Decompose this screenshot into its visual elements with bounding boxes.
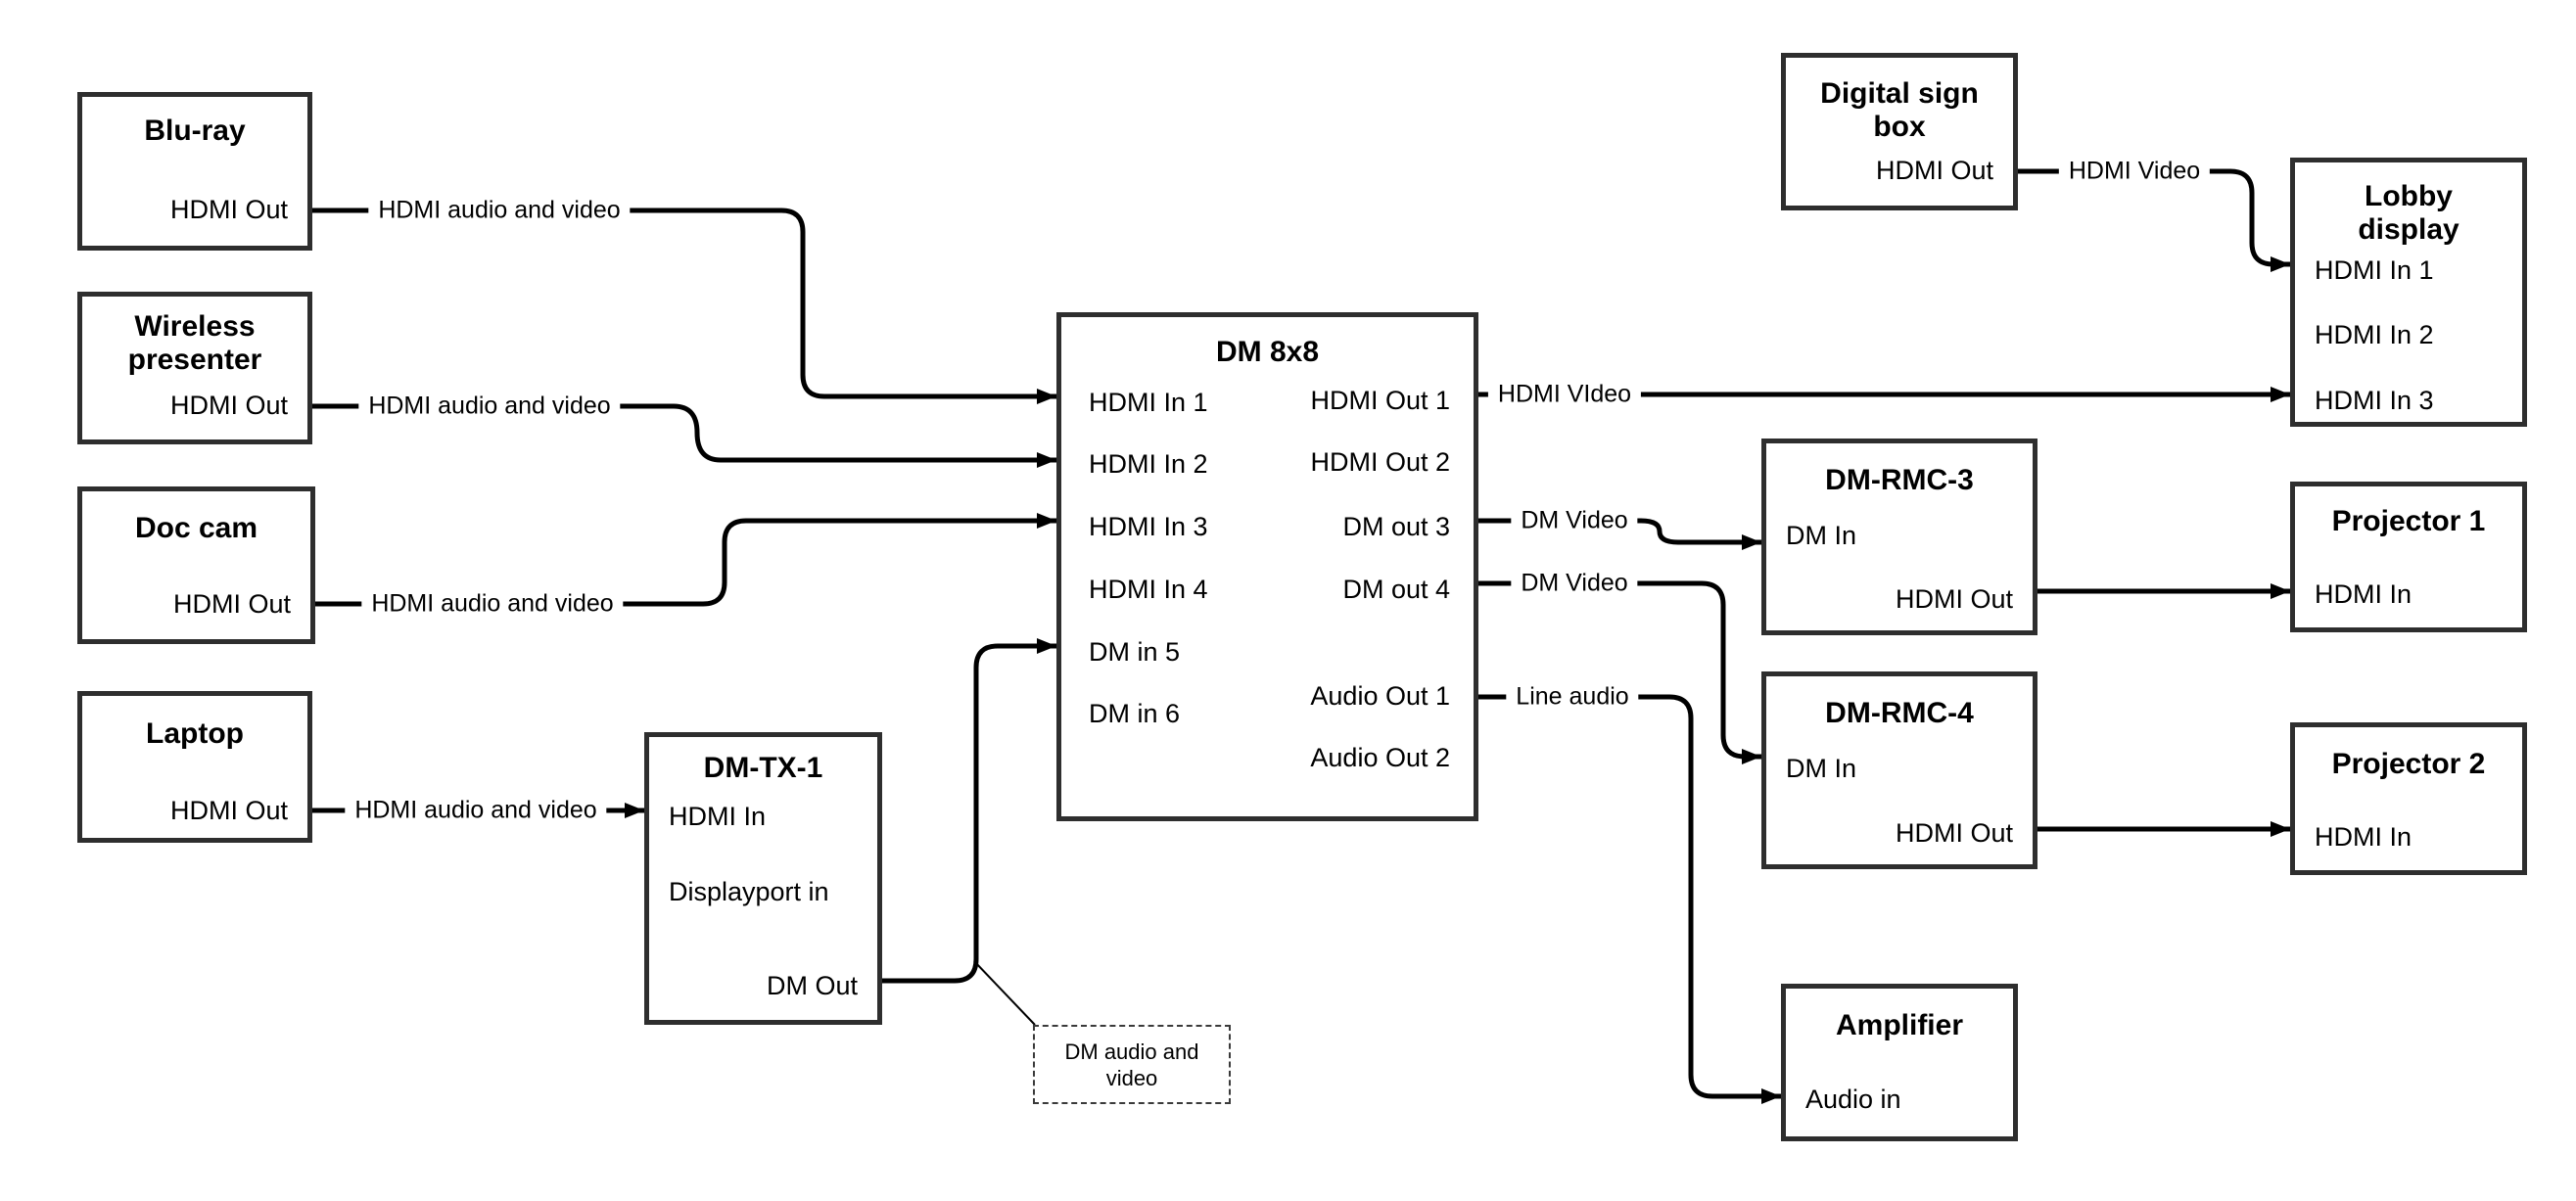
port-dm-in: DM In: [1786, 521, 1857, 550]
port-hdmi-in-1: HDMI In 1: [1089, 388, 1208, 417]
node-digital-sign-box: Digital sign box HDMI Out: [1781, 53, 2018, 210]
edge-label-line-audio: Line audio: [1506, 681, 1639, 713]
port-hdmi-out: HDMI Out: [169, 391, 288, 420]
node-title: DM 8x8: [1215, 336, 1320, 368]
node-dm-rmc-4: DM-RMC-4 DM In HDMI Out: [1761, 671, 2037, 869]
port-hdmi-in-2: HDMI In 2: [1089, 449, 1208, 479]
node-laptop: Laptop HDMI Out: [77, 691, 312, 843]
node-title: Doc cam: [134, 512, 258, 544]
port-hdmi-out-2: HDMI Out 2: [1310, 447, 1450, 477]
port-audio-out-2: Audio Out 2: [1310, 743, 1450, 772]
node-dm-rmc-3: DM-RMC-3 DM In HDMI Out: [1761, 439, 2037, 635]
edge-wireless-to-dm8x8-in2: [312, 403, 1056, 468]
edge-label-hdmi-video-out1: HDMI VIdeo: [1487, 379, 1642, 410]
node-dm-tx-1: DM-TX-1 HDMI In Displayport in DM Out: [644, 732, 882, 1025]
node-dm-8x8: DM 8x8 HDMI In 1 HDMI In 2 HDMI In 3 HDM…: [1056, 312, 1478, 821]
node-title: DM-RMC-4: [1825, 697, 1974, 729]
node-title: DM-RMC-3: [1825, 464, 1974, 496]
port-hdmi-out-1: HDMI Out 1: [1310, 386, 1450, 415]
port-hdmi-out: HDMI Out: [172, 589, 291, 619]
edge-dmtx1-to-dm8x8-in5: [882, 638, 1056, 984]
port-dm-out-3: DM out 3: [1342, 512, 1450, 541]
edge-label-bluray: HDMI audio and video: [368, 195, 631, 226]
annotation-leader-line: [973, 960, 1036, 1026]
port-hdmi-out: HDMI Out: [1895, 584, 2013, 614]
edge-label-wireless: HDMI audio and video: [358, 391, 621, 422]
edge-label-laptop: HDMI audio and video: [345, 795, 607, 826]
node-title: Amplifier: [1835, 1009, 1964, 1041]
port-hdmi-out: HDMI Out: [169, 796, 288, 825]
port-hdmi-in-1: HDMI In 1: [2315, 255, 2434, 285]
edge-label-dm-video-out4: DM Video: [1511, 568, 1638, 599]
port-displayport-in: Displayport in: [669, 877, 829, 906]
port-hdmi-out: HDMI Out: [169, 195, 288, 224]
edge-label-doccam: HDMI audio and video: [361, 588, 624, 620]
node-title: Lobby display: [2358, 180, 2459, 246]
node-title: Wireless presenter: [127, 310, 262, 376]
node-title: Blu-ray: [144, 115, 246, 147]
port-audio-out-1: Audio Out 1: [1310, 681, 1450, 711]
edge-label-dm-video-out3: DM Video: [1511, 505, 1638, 536]
edge-dm8x8-out3-to-dmrmc3: [1478, 518, 1761, 550]
port-dm-out: DM Out: [766, 971, 858, 1000]
port-hdmi-in: HDMI In: [2315, 579, 2412, 609]
edge-dm8x8-out4-to-dmrmc4: [1478, 580, 1761, 764]
port-hdmi-out: HDMI Out: [1895, 818, 2013, 848]
port-dm-in: DM In: [1786, 754, 1857, 783]
annotation-dm-audio-video: DM audio and video: [1033, 1025, 1231, 1104]
port-hdmi-in-3: HDMI In 3: [1089, 512, 1208, 541]
node-projector-1: Projector 1 HDMI In: [2290, 482, 2527, 632]
node-doc-cam: Doc cam HDMI Out: [77, 486, 315, 644]
port-dm-in-5: DM in 5: [1089, 637, 1181, 667]
edge-bluray-to-dm8x8-in1: [312, 208, 1056, 404]
edge-digitalsign-to-lobby-in1: [2018, 168, 2290, 272]
edge-doccam-to-dm8x8-in3: [315, 513, 1056, 607]
node-title: Projector 1: [2331, 505, 2486, 537]
port-dm-out-4: DM out 4: [1342, 575, 1450, 604]
port-hdmi-in: HDMI In: [669, 802, 767, 831]
port-hdmi-in: HDMI In: [2315, 822, 2412, 852]
edge-label-hdmi-video-sign: HDMI Video: [2058, 156, 2211, 187]
node-wireless-presenter: Wireless presenter HDMI Out: [77, 292, 312, 444]
node-lobby-display: Lobby display HDMI In 1 HDMI In 2 HDMI I…: [2290, 158, 2527, 427]
edge-dm8x8-audio1-to-amp: [1478, 694, 1781, 1104]
port-hdmi-in-4: HDMI In 4: [1089, 575, 1208, 604]
port-hdmi-in-2: HDMI In 2: [2315, 320, 2434, 349]
port-hdmi-in-3: HDMI In 3: [2315, 386, 2434, 415]
port-audio-in: Audio in: [1805, 1085, 1901, 1114]
node-amplifier: Amplifier Audio in: [1781, 984, 2018, 1141]
node-title: Projector 2: [2331, 748, 2486, 780]
node-blu-ray: Blu-ray HDMI Out: [77, 92, 312, 251]
port-hdmi-out: HDMI Out: [1875, 156, 1993, 185]
node-title: DM-TX-1: [703, 752, 823, 784]
node-title: Digital sign box: [1820, 77, 1979, 143]
node-title: Laptop: [146, 717, 244, 750]
node-projector-2: Projector 2 HDMI In: [2290, 722, 2527, 875]
port-dm-in-6: DM in 6: [1089, 699, 1181, 728]
